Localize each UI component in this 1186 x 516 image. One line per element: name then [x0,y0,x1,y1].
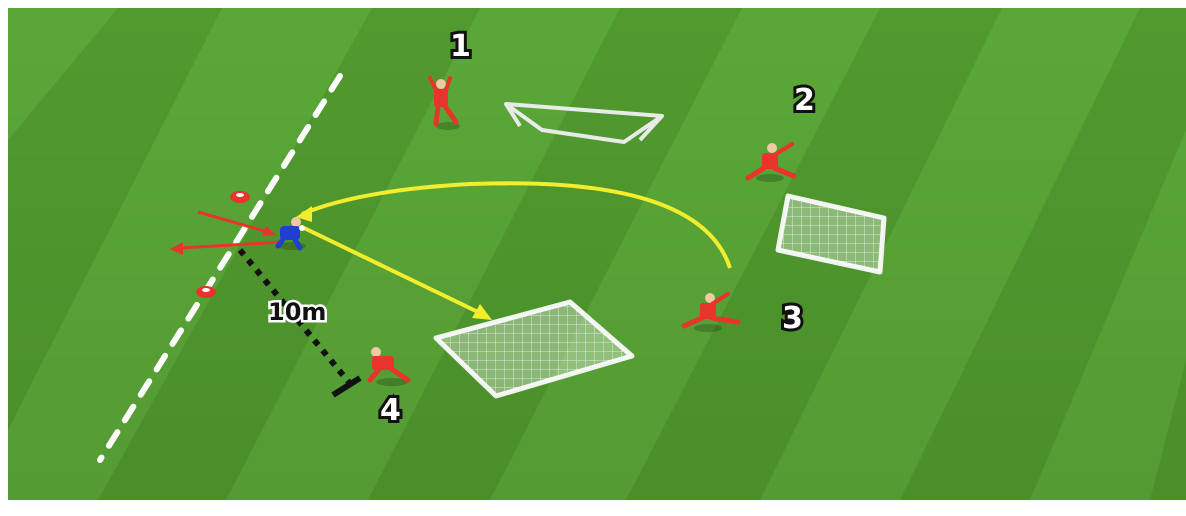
cone-icon [230,191,250,203]
label-player-1: 1 [450,29,471,64]
label-player-3: 3 [782,301,803,336]
label-player-2: 2 [794,83,815,118]
pitch [8,8,1186,500]
cone-icon [196,286,216,298]
distance-label: 10m [268,298,326,326]
label-player-4: 4 [380,393,401,428]
